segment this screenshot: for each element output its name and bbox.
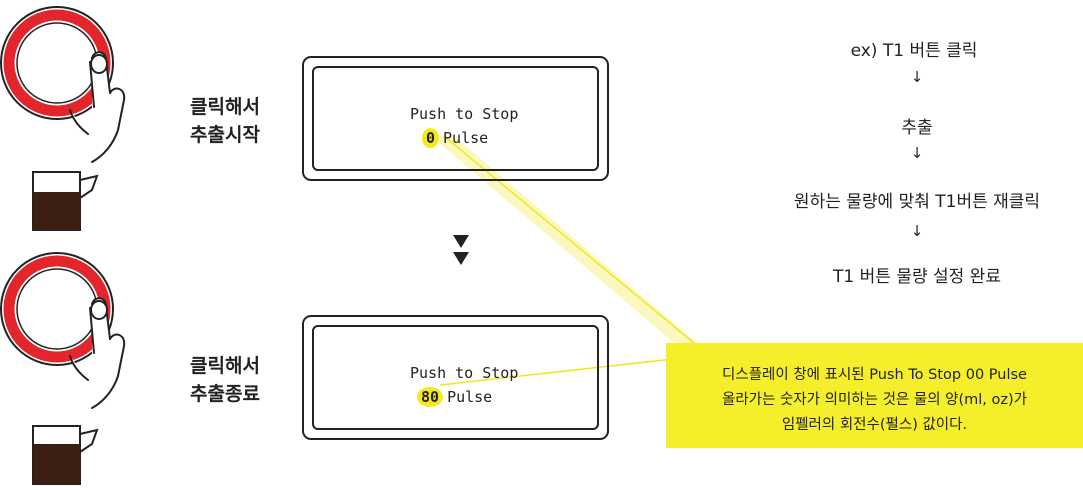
note-box: 디스플레이 창에 표시된 Push To Stop 00 Pulse 올라가는 … xyxy=(666,343,1083,448)
pulse-unit: Pulse xyxy=(443,129,489,147)
flow-step-3: 원하는 물량에 맞춰 T1버튼 재클릭 xyxy=(793,192,1041,212)
pulse-unit: Pulse xyxy=(447,388,493,406)
double-down-arrow-icon xyxy=(453,235,469,265)
flow-step-1: ex) T1 버튼 클릭 xyxy=(850,41,978,61)
hand-pressing-knob-icon xyxy=(0,252,126,485)
flow-step-4: T1 버튼 물량 설정 완료 xyxy=(833,267,1001,287)
note-line-1: 디스플레이 창에 표시된 Push To Stop 00 Pulse xyxy=(722,367,1027,383)
cup-icon xyxy=(32,425,99,485)
display-text-line1: Push to Stop xyxy=(410,364,519,382)
note-line-3: 임펠러의 회전수(펄스) 값이다. xyxy=(781,417,968,433)
step-label-start: 클릭해서 추출시작 xyxy=(190,96,260,146)
display-text-line1: Push to Stop xyxy=(410,105,519,123)
step-label-end: 클릭해서 추출종료 xyxy=(190,355,260,405)
note-line-2: 올라가는 숫자가 의미하는 것은 물의 양(ml, oz)가 xyxy=(722,392,1027,408)
flow-step-2: 추출 xyxy=(901,118,933,138)
hand-pressing-knob-icon xyxy=(0,6,126,231)
cup-icon xyxy=(32,171,99,231)
flow-arrow-1: ↓ xyxy=(910,68,924,86)
flow-arrow-3: ↓ xyxy=(910,222,924,240)
knob-press-illustration-1 xyxy=(0,0,135,240)
pulse-count-highlight: 80 xyxy=(417,387,444,407)
knob-press-illustration-2 xyxy=(0,246,135,486)
flow-arrow-2: ↓ xyxy=(910,144,924,162)
pulse-count-highlight: 0 xyxy=(422,128,440,148)
